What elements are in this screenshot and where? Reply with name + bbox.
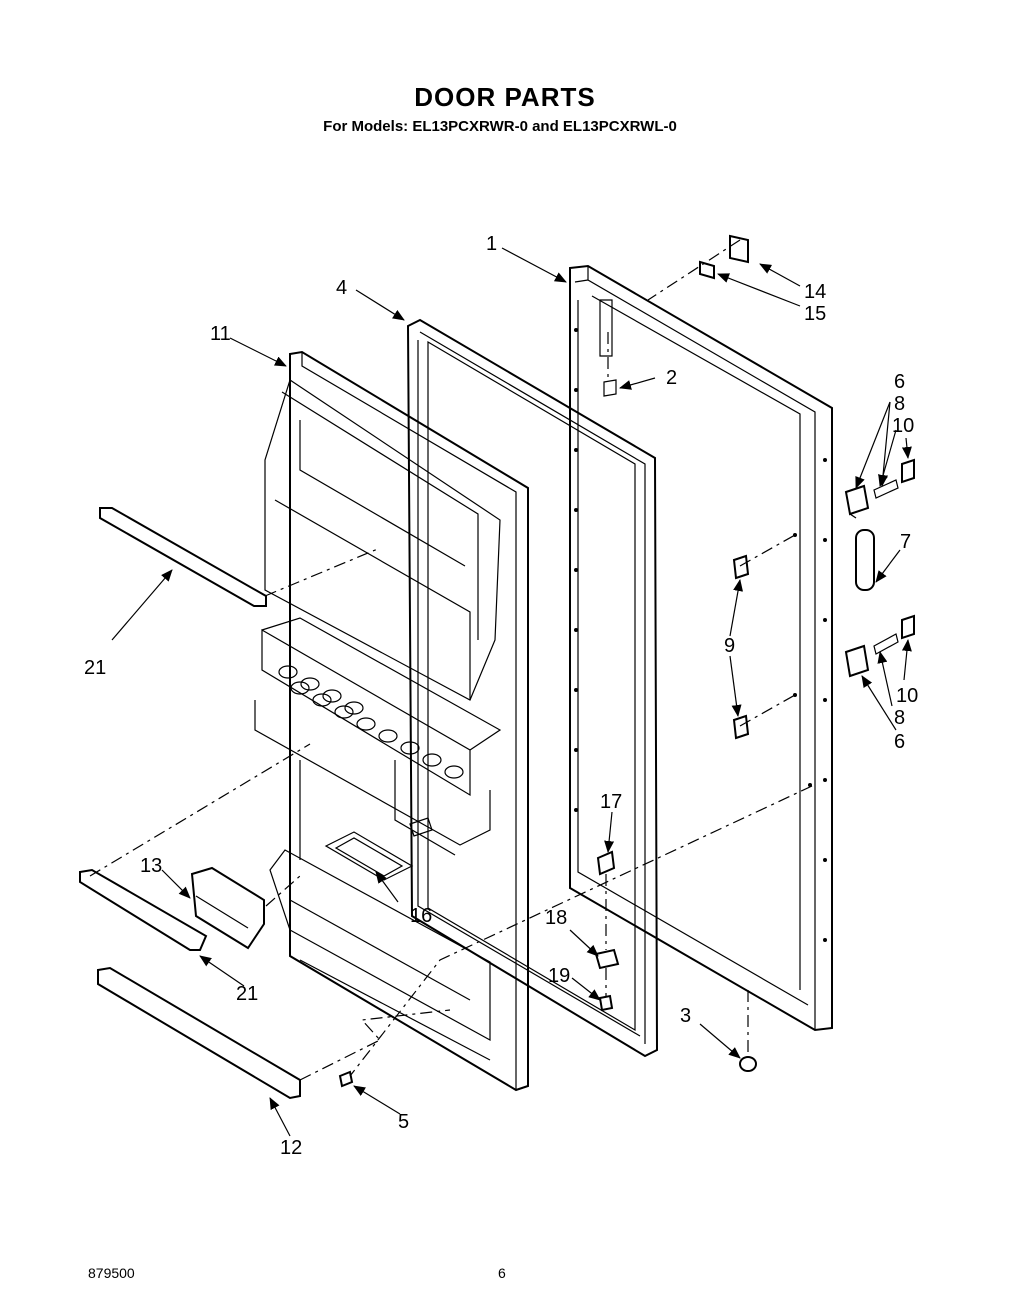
callout-13: 13 <box>140 855 162 877</box>
inner-door-liner <box>254 350 529 1092</box>
plug-2 <box>603 379 617 397</box>
callout-labels: 1 2 3 4 5 6 6 7 8 8 9 10 10 11 12 13 14 … <box>84 233 918 1159</box>
clip-17 <box>596 850 616 876</box>
outer-door-panel <box>569 264 833 1032</box>
clip-lower-9 <box>732 714 750 740</box>
callout-4: 4 <box>336 277 347 299</box>
callout-15: 15 <box>804 303 826 325</box>
hinge-lower-6 <box>844 644 870 678</box>
callout-14: 14 <box>804 281 826 303</box>
assembly-lines <box>89 239 813 1081</box>
trim-strip-21-lower <box>79 868 208 951</box>
catalog-code: 879500 <box>88 1265 135 1281</box>
panel-edge-holes <box>574 328 827 942</box>
callout-16: 16 <box>410 905 432 927</box>
callout-6-upper: 6 <box>894 371 905 393</box>
hinge-upper-6 <box>844 484 870 519</box>
callout-7: 7 <box>900 531 911 553</box>
callout-9: 9 <box>724 635 735 657</box>
callout-21-upper: 21 <box>84 657 106 679</box>
callout-18: 18 <box>545 907 567 929</box>
callout-17: 17 <box>600 791 622 813</box>
callout-1: 1 <box>486 233 497 255</box>
cap-lower-10 <box>901 614 915 640</box>
door-gasket <box>406 318 659 1058</box>
page-number: 6 <box>498 1265 506 1281</box>
bracket-16 <box>324 817 433 881</box>
callout-12: 12 <box>280 1137 302 1159</box>
screw-19 <box>598 994 614 1012</box>
callout-10-upper: 10 <box>892 415 914 437</box>
cap-15 <box>699 260 715 280</box>
screw-5 <box>338 1070 354 1088</box>
callout-10-lower: 10 <box>896 685 918 707</box>
callout-21-lower: 21 <box>236 983 258 1005</box>
model-subtitle: For Models: EL13PCXRWR-0 and EL13PCXRWL-… <box>323 118 677 135</box>
bracket-18 <box>594 948 620 970</box>
cap-upper-10 <box>901 458 915 484</box>
callout-19: 19 <box>548 965 570 987</box>
callout-8-upper: 8 <box>894 393 905 415</box>
callout-11: 11 <box>210 323 231 345</box>
callout-5: 5 <box>398 1111 409 1133</box>
screw-lower-8 <box>873 633 899 655</box>
leader-arrows <box>111 247 912 1137</box>
callout-6-lower: 6 <box>894 731 905 753</box>
pin-7 <box>855 529 875 591</box>
page-title: DOOR PARTS <box>414 82 596 112</box>
clip-upper-9 <box>732 554 750 580</box>
callout-2: 2 <box>666 367 677 389</box>
shelf-clip-13 <box>190 866 265 950</box>
cap-14 <box>729 234 749 264</box>
trim-strip-12 <box>97 966 301 1100</box>
trim-strip-21-upper <box>99 507 267 607</box>
callout-8-lower: 8 <box>894 707 905 729</box>
screw-upper-8 <box>873 479 899 499</box>
callout-3: 3 <box>680 1005 691 1027</box>
egg-tray-cups <box>278 665 464 779</box>
plug-3 <box>739 1056 757 1072</box>
